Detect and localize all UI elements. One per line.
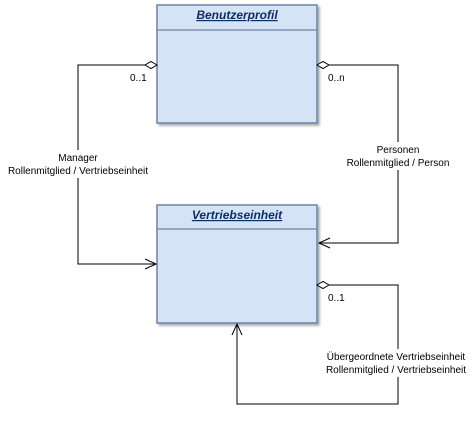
relation-manager-label-bg xyxy=(0,150,157,178)
aggregation-diamond-icon xyxy=(316,60,330,70)
relation-uebergeordnete-multiplicity: 0..1 xyxy=(328,293,345,304)
aggregation-diamond-icon xyxy=(144,60,158,70)
relation-uebergeordnete-line xyxy=(236,284,399,405)
arrow-head-icon xyxy=(144,258,158,270)
class-vertriebseinheit-title: Vertriebseinheit xyxy=(192,208,283,222)
relation-uebergeordnete-role: Übergeordnete Vertriebseinheit xyxy=(327,351,466,363)
class-vertriebseinheit-box xyxy=(156,204,318,324)
relation-manager-multiplicity: 0..1 xyxy=(130,73,147,84)
relation-personen-label-bg xyxy=(336,142,460,170)
aggregation-diamond-icon xyxy=(316,280,330,290)
relation-personen-role: Personen xyxy=(377,145,420,156)
relation-uebergeordnete-member: Rollenmitglied / Vertriebseinheit xyxy=(326,365,466,376)
relation-uebergeordnete-label-bg xyxy=(318,349,473,377)
relation-uebergeordnete[interactable]: Übergeordnete Vertriebseinheit Rollenmit… xyxy=(231,280,473,405)
relation-personen-member: Rollenmitglied / Person xyxy=(347,158,450,169)
class-benutzerprofil[interactable]: Benutzerprofil xyxy=(156,4,318,124)
relation-manager-role: Manager xyxy=(58,153,98,164)
relation-personen[interactable]: Personen Rollenmitglied / Person 0..n xyxy=(316,60,460,249)
relation-manager-member: Rollenmitglied / Vertriebseinheit xyxy=(8,166,148,177)
arrow-head-icon xyxy=(317,237,331,249)
class-benutzerprofil-box xyxy=(156,4,318,124)
class-vertriebseinheit[interactable]: Vertriebseinheit xyxy=(156,204,318,324)
arrow-head-icon xyxy=(231,322,243,336)
relation-personen-multiplicity: 0..n xyxy=(328,73,345,84)
class-benutzerprofil-title: Benutzerprofil xyxy=(196,8,278,22)
relation-manager[interactable]: Manager Rollenmitglied / Vertriebseinhei… xyxy=(0,60,158,270)
